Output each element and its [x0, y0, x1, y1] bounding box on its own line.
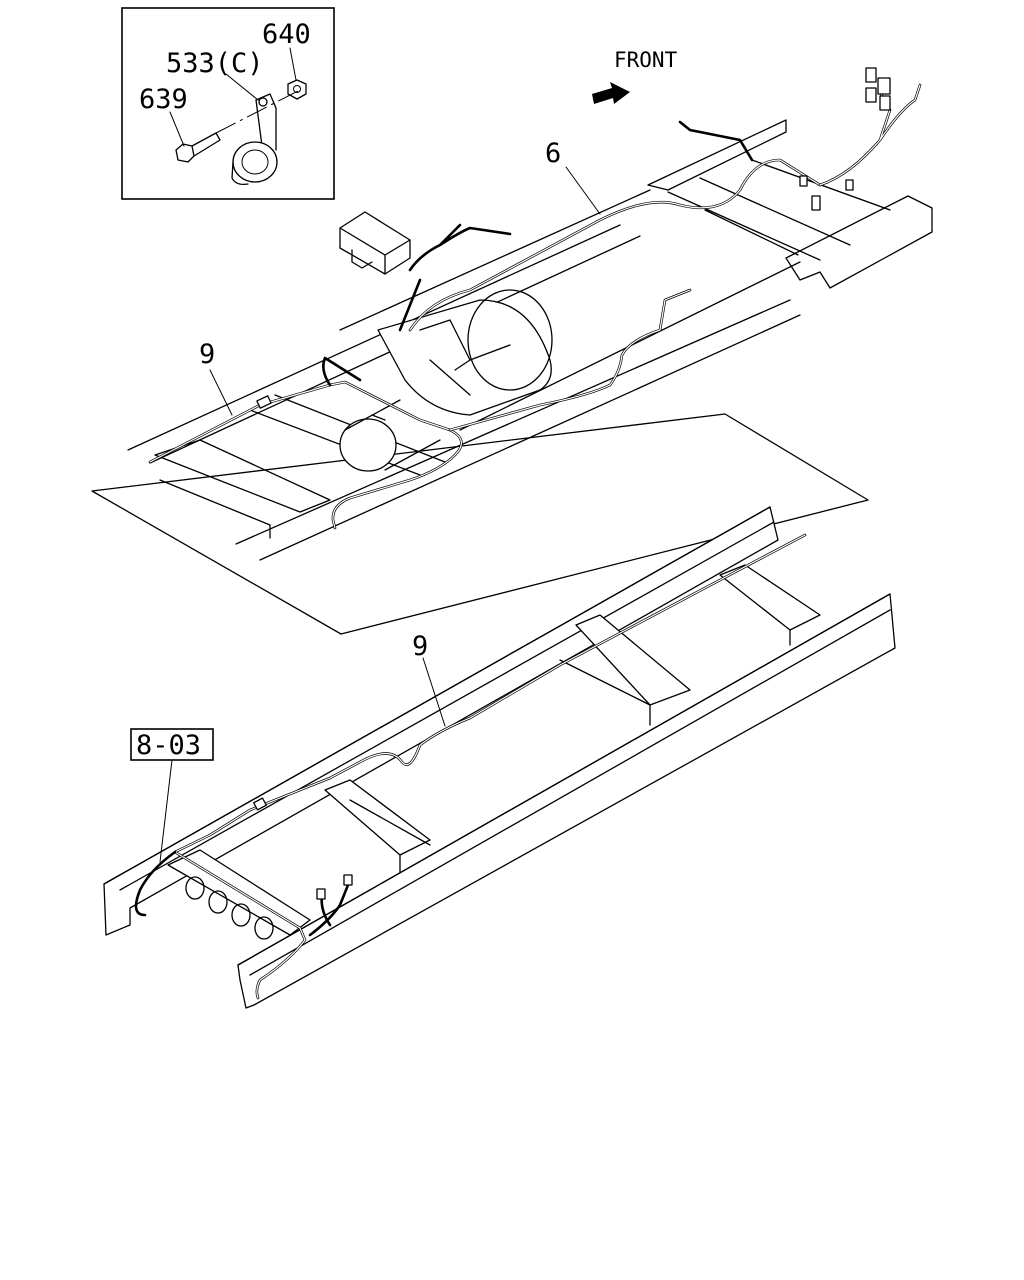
relay-box	[339, 211, 411, 275]
crossmember-2	[719, 564, 821, 631]
reference-box	[130, 728, 214, 761]
callout-9-lower: 9	[412, 631, 428, 662]
muffler	[339, 418, 397, 472]
front-crossmember	[667, 159, 891, 261]
right-front-rail	[785, 195, 933, 289]
clip-strap	[255, 93, 277, 151]
fuel-tank-detail	[419, 319, 511, 396]
callout-bolt: 639	[139, 84, 188, 115]
front-direction-indicator: FRONT	[592, 48, 678, 104]
clip-band-inner	[241, 149, 269, 175]
leader-8-03	[159, 759, 173, 863]
front-label: FRONT	[614, 48, 678, 72]
clip-band	[232, 141, 278, 183]
fuel-tank	[377, 299, 552, 416]
leader-6	[565, 166, 601, 215]
inline-connector	[256, 395, 272, 409]
harness-main-inner	[409, 159, 821, 331]
callout-clip: 533(C)	[166, 48, 264, 79]
assembly-axis	[215, 89, 301, 134]
harness-lower-9	[173, 533, 807, 1000]
lower-connector-a	[343, 874, 353, 886]
relay-box-bracket	[351, 249, 373, 269]
tail-lights	[185, 876, 274, 940]
leader-9-lower	[422, 657, 446, 727]
clip-band-side	[231, 161, 249, 186]
harness-relay-branch	[398, 223, 512, 332]
callout-9-upper: 9	[199, 339, 215, 370]
right-front-crossmember	[647, 119, 787, 191]
upper-frame-view: 9 6	[91, 67, 933, 635]
callout-6: 6	[545, 138, 561, 169]
crossmember-detail	[349, 629, 791, 873]
reference-box-label: 8-03	[136, 730, 201, 761]
lower-right-rail-top	[237, 593, 891, 976]
front-connectors	[799, 67, 891, 211]
crossmember-1	[575, 614, 691, 706]
lower-connector-b	[316, 888, 326, 900]
inset-detail: 533(C) 640 639	[121, 7, 335, 200]
lower-inline-connector	[253, 797, 267, 811]
lower-left-rail-top	[103, 506, 775, 891]
floor-panel	[91, 413, 869, 635]
callout-nut: 640	[262, 19, 311, 50]
lower-frame-view: 9 8-03	[103, 506, 896, 1009]
leader-9-upper	[209, 369, 233, 416]
leader-nut	[289, 47, 297, 81]
clip-hole	[258, 97, 268, 107]
leader-bolt	[169, 111, 185, 147]
relay-box-top	[339, 227, 411, 275]
nut-shape	[287, 79, 307, 100]
harness-center-inner	[449, 289, 691, 431]
nut-hole	[293, 85, 301, 93]
harness-top-branch	[678, 120, 754, 162]
crossmember-3	[324, 779, 431, 856]
leader-clip	[225, 73, 259, 101]
front-arrow-icon	[592, 82, 630, 104]
inset-frame	[121, 7, 335, 200]
bolt-shank	[191, 132, 221, 157]
harness-lower-9-inner	[174, 534, 806, 999]
fuel-tank-end	[467, 289, 553, 391]
